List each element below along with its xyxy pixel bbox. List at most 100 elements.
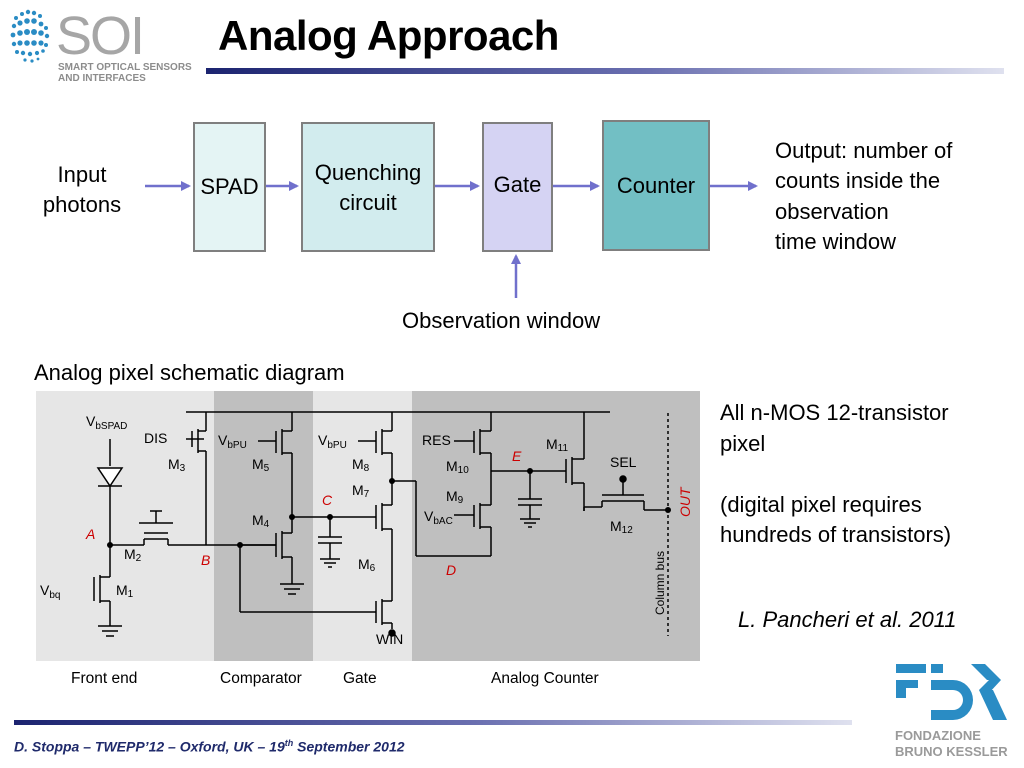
label-m7: M [352,482,364,498]
fbk-logo: FONDAZIONE BRUNO KESSLER [895,664,1008,759]
section-bg-gate [313,391,412,661]
label-m2: M [124,546,136,562]
svg-text:M1: M1 [116,582,134,600]
node-label-e: E [512,448,522,464]
svg-text:VbSPAD: VbSPAD [86,413,127,432]
output-line-3: observation [775,198,889,224]
label-m7-sub: 7 [364,489,370,500]
gate-label: Gate [493,172,542,197]
out-label: OUT [677,486,693,517]
label-m6-sub: 6 [370,563,376,574]
schematic-heading: Analog pixel schematic diagram [34,360,345,385]
section-bg-front-end [36,391,214,661]
output-description: Output: number of counts inside the obse… [775,136,1005,257]
quenching-label-line-1: Quenching [314,160,422,185]
input-label-line-1: Input [57,162,107,187]
footer-text: D. Stoppa – TWEPP’12 – Oxford, UK – 19th… [14,738,405,755]
svg-text:M10: M10 [446,458,469,476]
label-m10: M [446,458,458,474]
label-m12-sub: 12 [622,525,634,536]
section-bg-analog-counter [412,391,700,661]
soi-logo-tagline-1: SMART OPTICAL SENSORS [58,62,192,73]
svg-text:VbPU: VbPU [318,432,347,451]
label-vbpu-1: V [218,432,228,448]
svg-text:M6: M6 [358,556,376,574]
label-m3-sub: 3 [180,463,186,474]
footer-text-sup: th [284,738,294,748]
label-m5: M [252,456,264,472]
fbk-logo-line-1: FONDAZIONE [895,728,981,743]
label-vbac-sub: bAC [433,516,452,527]
quenching-label-line-2: circuit [339,189,397,215]
svg-text:Vbq: Vbq [40,582,60,601]
caption-gate: Gate [343,670,377,687]
svg-text:VbPU: VbPU [218,432,247,451]
label-m8: M [352,456,364,472]
label-m4-sub: 4 [264,519,270,530]
label-m11: M [546,436,558,452]
transistor-note: All n-MOS 12-transistor pixel (digital p… [720,398,1010,551]
node-label-d: D [446,562,456,578]
label-dis: DIS [144,430,167,446]
label-m8-sub: 8 [364,463,370,474]
column-bus-label: Column bus [653,551,667,615]
label-m10-sub: 10 [458,465,470,476]
label-m9: M [446,488,458,504]
label-vbspad: V [86,413,96,429]
observation-window-label: Observation window [402,308,601,333]
footer-text-main: D. Stoppa – TWEPP’12 – Oxford, UK – 19 [14,738,285,755]
label-m6: M [358,556,370,572]
node-label-a: A [85,526,95,542]
label-m12: M [610,518,622,534]
spad-block: SPAD [193,122,266,252]
note-line-4: hundreds of transistors) [720,522,952,548]
label-vbac: V [424,508,434,524]
label-sel: SEL [610,454,637,470]
label-vbpu-1-sub: bPU [227,440,246,451]
block-arrows [145,181,758,298]
gate-block: Gate [482,122,553,252]
counter-label: Counter [616,172,696,198]
spad-label: SPAD [200,174,259,200]
fbk-logo-line-2: BRUNO KESSLER [895,744,1008,759]
note-line-1: All n-MOS 12-transistor [720,400,949,425]
svg-text:M7: M7 [352,482,370,500]
label-res: RES [422,432,451,448]
input-photons-label: Input photons [28,160,136,221]
label-win: WIN [376,631,403,647]
svg-text:M4: M4 [252,512,270,530]
label-m5-sub: 5 [264,463,270,474]
footer-text-end: September 2012 [293,738,405,755]
soi-logo: SOI SMART OPTICAL SENSORS AND INTERFACES [10,6,192,84]
note-line-2: pixel [720,430,766,456]
output-line-1: Output: number of [775,138,953,163]
page-title: Analog Approach [218,12,559,59]
label-m1: M [116,582,128,598]
label-vbq: V [40,582,50,598]
label-m2-sub: 2 [136,553,142,564]
counter-block: Counter [602,120,710,251]
label-vbq-sub: bq [49,590,60,601]
output-line-2: counts inside the [775,168,941,194]
citation: L. Pancheri et al. 2011 [738,607,957,632]
caption-analog-counter: Analog Counter [491,670,599,687]
label-vbpu-2: V [318,432,328,448]
node-label-c: C [322,492,333,508]
svg-text:M11: M11 [546,436,568,454]
label-m9-sub: 9 [458,495,464,506]
footer-rule [14,720,852,725]
label-vbspad-sub: bSPAD [95,421,127,432]
svg-text:M2: M2 [124,546,142,564]
node-label-b: B [201,552,210,568]
pixel-schematic: VbSPAD DIS M3 VbPU M5 M4 VbPU M8 M7 M6 W… [36,391,700,661]
input-label-line-2: photons [42,192,122,218]
svg-text:VbAC: VbAC [424,508,453,527]
note-line-3: (digital pixel requires [720,491,922,517]
label-m1-sub: 1 [128,589,134,600]
header-rule [206,68,1004,74]
svg-text:M3: M3 [168,456,186,474]
svg-text:M5: M5 [252,456,270,474]
label-m4: M [252,512,264,528]
soi-logo-name: SOI [56,6,143,66]
caption-front-end: Front end [71,670,138,687]
